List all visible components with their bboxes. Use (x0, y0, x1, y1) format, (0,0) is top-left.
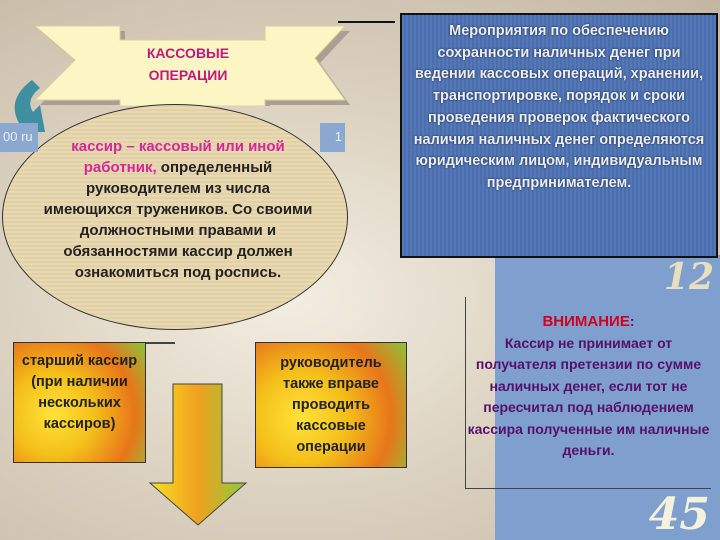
definition-ellipse (2, 104, 348, 330)
title-line: КАССОВЫЕ (146, 45, 230, 61)
down-arrow-icon (148, 383, 248, 526)
title-line: ОПЕРАЦИИ (148, 67, 228, 83)
attention-box: ВНИМАНИЕ:Кассир не принимает от получате… (465, 297, 711, 489)
cashier-definition: кассир – кассовый или иной работник, опр… (42, 136, 314, 283)
senior-cashier-box: старший кассир (при наличии нескольких к… (13, 342, 146, 463)
measures-box: Мероприятия по обеспечению сохранности н… (400, 13, 718, 258)
title-banner (33, 25, 350, 106)
attention-text: Кассир не принимает от получателя претен… (467, 334, 710, 459)
decor-number-panel: 12 45 (495, 255, 720, 540)
page-title: КАССОВЫЕ ОПЕРАЦИИ (113, 34, 263, 100)
definition-text: определенный руководителем из числа имею… (43, 159, 313, 281)
blue-strip-right: 1 (320, 123, 345, 152)
blue-strip-left: 00 ru (0, 123, 38, 152)
definition-highlight: кассир – кассовый или иной работник, (71, 138, 285, 176)
attention-title: ВНИМАНИЕ (542, 313, 630, 330)
strip-text-left: 00 ru (3, 129, 33, 144)
manager-box: руководитель также вправе проводить касс… (255, 342, 407, 468)
curved-arrow-icon (12, 80, 45, 132)
decor-number: 12 (663, 256, 714, 298)
decor-number: 45 (648, 489, 710, 540)
strip-text-right: 1 (334, 129, 342, 144)
